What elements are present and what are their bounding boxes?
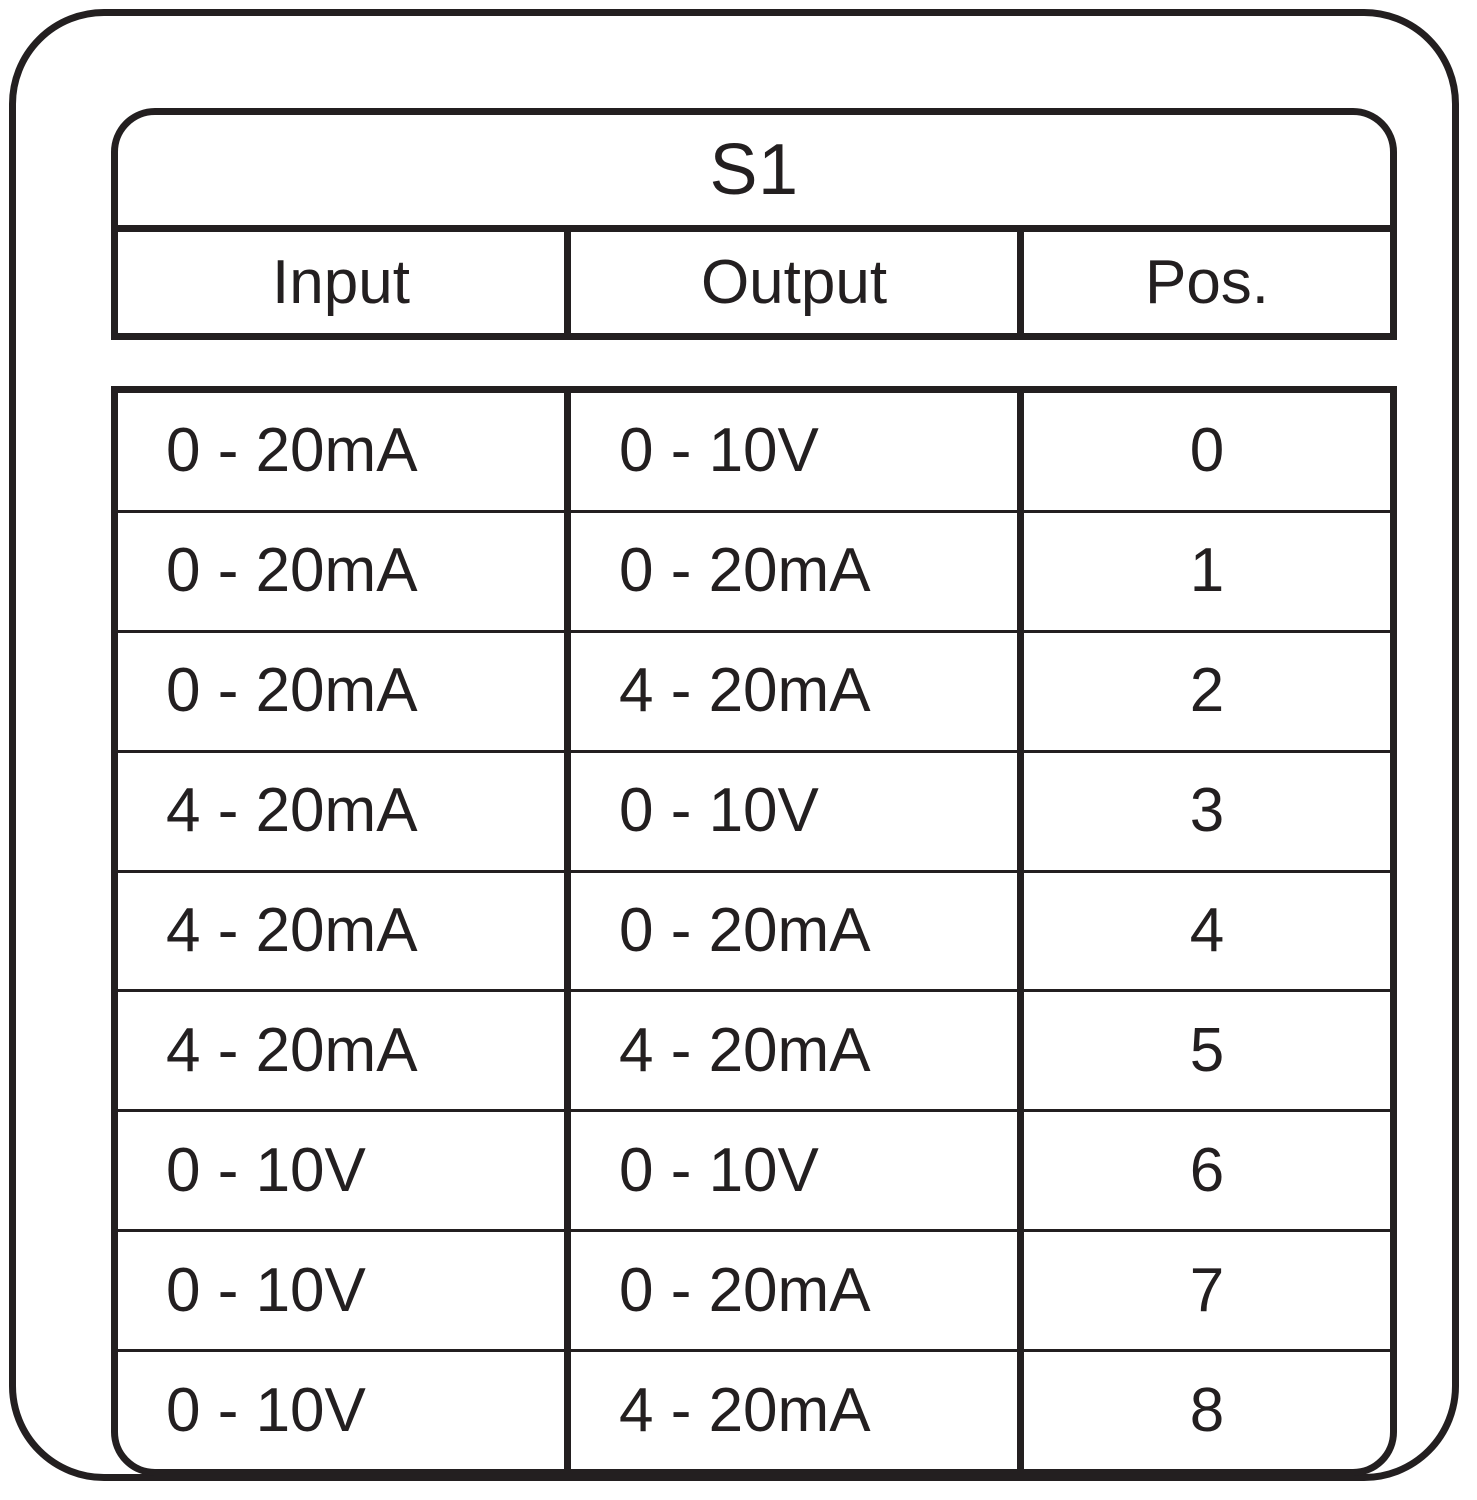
- cell-output: 0 - 20mA: [571, 1232, 1024, 1350]
- cell-pos: 0: [1189, 416, 1225, 486]
- table-row: 4 - 20mA 4 - 20mA 5: [118, 992, 1390, 1113]
- cell-input: 0 - 10V: [118, 1112, 571, 1230]
- table-body-block: 0 - 20mA 0 - 10V 0 0 - 20mA 0 - 20mA 1 0…: [111, 386, 1397, 1476]
- cell-output: 0 - 20mA: [571, 512, 1024, 630]
- cell-pos: 8: [1189, 1375, 1225, 1445]
- cell-input: 4 - 20mA: [118, 992, 571, 1110]
- cell-input: 4 - 20mA: [118, 752, 571, 870]
- cell-output: 4 - 20mA: [571, 992, 1024, 1110]
- cell-input: 4 - 20mA: [118, 872, 571, 990]
- column-header-input: Input: [118, 232, 571, 333]
- cell-input: 0 - 10V: [118, 1352, 571, 1470]
- cell-output: 4 - 20mA: [571, 1352, 1024, 1470]
- outer-rounded-frame: S1 Input Output Pos. 0 - 20mA 0 - 10V 0 …: [9, 9, 1459, 1481]
- cell-input: 0 - 20mA: [118, 393, 571, 510]
- table-row: 4 - 20mA 0 - 10V 3: [118, 752, 1390, 873]
- cell-output: 0 - 20mA: [571, 872, 1024, 990]
- table-title-row: S1: [118, 115, 1390, 232]
- table-row: 0 - 20mA 4 - 20mA 2: [118, 632, 1390, 753]
- cell-input: 0 - 20mA: [118, 632, 571, 750]
- column-header-pos: Pos.: [1144, 247, 1270, 317]
- cell-pos: 3: [1189, 776, 1225, 846]
- table-row: 0 - 10V 0 - 20mA 7: [118, 1232, 1390, 1353]
- cell-pos: 2: [1189, 656, 1225, 726]
- cell-pos: 7: [1189, 1255, 1225, 1325]
- cell-pos: 5: [1189, 1015, 1225, 1085]
- table-header-block: S1 Input Output Pos.: [111, 108, 1397, 340]
- cell-output: 0 - 10V: [571, 1112, 1024, 1230]
- column-header-row: Input Output Pos.: [118, 232, 1390, 333]
- column-header-output: Output: [571, 232, 1024, 333]
- cell-pos: 6: [1189, 1135, 1225, 1205]
- cell-pos: 1: [1189, 536, 1225, 606]
- table-row: 0 - 10V 4 - 20mA 8: [118, 1352, 1390, 1470]
- cell-input: 0 - 10V: [118, 1232, 571, 1350]
- table-row: 4 - 20mA 0 - 20mA 4: [118, 872, 1390, 993]
- cell-pos: 4: [1189, 896, 1225, 965]
- table-row: 0 - 10V 0 - 10V 6: [118, 1112, 1390, 1233]
- cell-input: 0 - 20mA: [118, 512, 571, 630]
- cell-output: 0 - 10V: [571, 752, 1024, 870]
- page-title: S1: [709, 130, 799, 210]
- cell-output: 0 - 10V: [571, 393, 1024, 510]
- cell-output: 4 - 20mA: [571, 632, 1024, 750]
- table-row: 0 - 20mA 0 - 10V 0: [118, 393, 1390, 513]
- table-row: 0 - 20mA 0 - 20mA 1: [118, 512, 1390, 633]
